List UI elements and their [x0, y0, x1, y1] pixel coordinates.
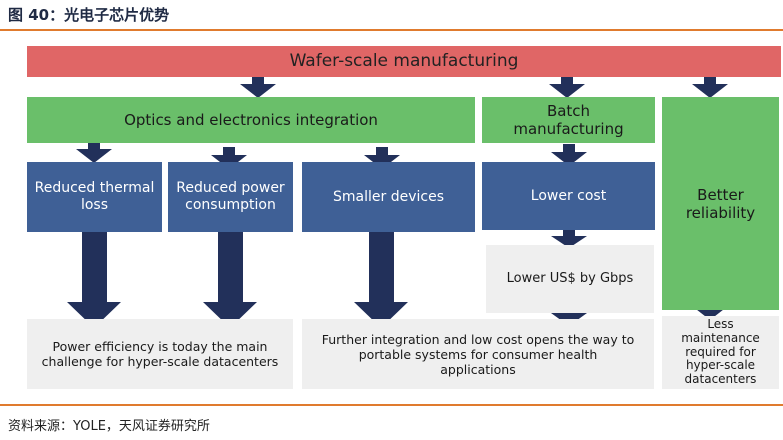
- lower-cost-box: Lower cost: [482, 162, 655, 230]
- arrow-usd-to-portable: [551, 306, 587, 326]
- optics-integration-box: Optics and electronics integration: [27, 97, 475, 143]
- power-efficiency-box: Power efficiency is today the main chall…: [27, 319, 293, 389]
- arrow-cost-to-usd: [551, 228, 587, 248]
- arrow-optics-to-thermal: [76, 141, 112, 163]
- lower-cost-label: Lower cost: [530, 187, 607, 204]
- source-note: 资料来源：YOLE，天风证券研究所: [8, 419, 210, 434]
- better-reliability-label: Better reliability: [685, 185, 756, 222]
- smaller-devices-box: Smaller devices: [302, 162, 475, 232]
- better-reliability-box: Better reliability: [662, 97, 779, 310]
- smaller-devices-label: Smaller devices: [333, 188, 444, 205]
- optics-integration-label: Optics and electronics integration: [124, 111, 378, 129]
- arrow-top-to-optics: [240, 76, 276, 98]
- less-maintenance-label: Less maintenance required for hyper-scal…: [681, 317, 760, 387]
- wafer-scale-box: Wafer-scale manufacturing: [27, 46, 781, 77]
- wafer-scale-label: Wafer-scale manufacturing: [289, 51, 519, 72]
- reduced-thermal-loss-label: Reduced thermal loss: [34, 180, 155, 213]
- title-rule: [0, 29, 783, 31]
- reduced-thermal-loss-box: Reduced thermal loss: [27, 162, 162, 232]
- portable-systems-label: Further integration and low cost opens t…: [321, 331, 635, 377]
- arrow-optics-to-power: [211, 147, 247, 169]
- source-rule: [0, 404, 783, 406]
- lower-usd-box: Lower US$ by Gbps: [486, 245, 654, 313]
- arrow-smaller-down: [354, 232, 408, 328]
- arrow-batch-to-cost: [551, 144, 587, 166]
- reduced-power-box: Reduced power consumption: [168, 162, 293, 232]
- arrow-power-down: [203, 232, 257, 328]
- arrow-top-to-batch: [549, 76, 585, 98]
- lower-usd-label: Lower US$ by Gbps: [506, 271, 634, 287]
- power-efficiency-label: Power efficiency is today the main chall…: [41, 339, 279, 369]
- batch-manufacturing-label: Batch manufacturing: [513, 102, 624, 138]
- portable-systems-box: Further integration and low cost opens t…: [302, 319, 654, 389]
- batch-manufacturing-box: Batch manufacturing: [482, 97, 655, 143]
- arrow-thermal-down: [67, 232, 121, 328]
- reduced-power-label: Reduced power consumption: [176, 180, 285, 213]
- figure-title: 图 40：光电子芯片优势: [8, 6, 170, 24]
- less-maintenance-box: Less maintenance required for hyper-scal…: [662, 316, 779, 389]
- arrow-top-to-reliability: [692, 76, 728, 98]
- arrow-optics-to-smaller: [364, 147, 400, 169]
